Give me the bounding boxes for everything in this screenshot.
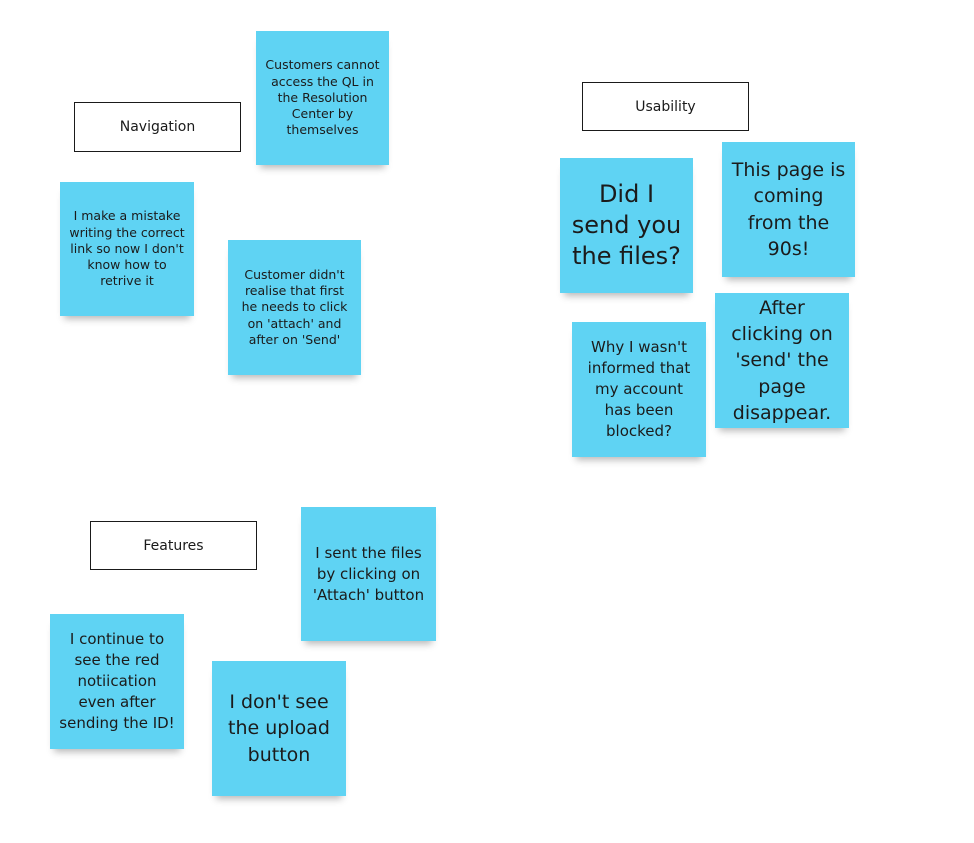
label-features: Features <box>90 521 257 570</box>
sticky-attach-then-send-text: Customer didn't realise that first he ne… <box>241 266 348 347</box>
sticky-customers-cannot-access[interactable]: Customers cannot access the QL in the Re… <box>256 31 389 165</box>
sticky-sent-files-attach-text: I sent the files by clicking on 'Attach'… <box>312 543 425 604</box>
sticky-mistake-correct-link[interactable]: I make a mistake writing the correct lin… <box>60 182 194 316</box>
label-usability: Usability <box>582 82 749 131</box>
sticky-did-i-send-files[interactable]: Did I send you the files? <box>560 158 693 293</box>
sticky-page-from-90s-text: This page is coming from the 90s! <box>731 159 846 260</box>
sticky-customers-cannot-access-text: Customers cannot access the QL in the Re… <box>265 57 380 138</box>
sticky-no-upload-button-text: I don't see the upload button <box>228 691 330 766</box>
sticky-no-upload-button[interactable]: I don't see the upload button <box>212 661 346 796</box>
label-navigation: Navigation <box>74 102 241 152</box>
sticky-red-notification[interactable]: I continue to see the red notiication ev… <box>50 614 184 749</box>
sticky-account-blocked[interactable]: Why I wasn't informed that my account ha… <box>572 322 706 457</box>
label-navigation-text: Navigation <box>119 119 196 135</box>
label-features-text: Features <box>143 537 204 554</box>
sticky-mistake-correct-link-text: I make a mistake writing the correct lin… <box>69 208 185 289</box>
sticky-did-i-send-files-text: Did I send you the files? <box>571 179 682 271</box>
sticky-page-disappear[interactable]: After clicking on 'send' the page disapp… <box>715 293 849 428</box>
sticky-page-disappear-text: After clicking on 'send' the page disapp… <box>731 296 833 424</box>
sticky-red-notification-text: I continue to see the red notiication ev… <box>59 630 175 732</box>
sticky-account-blocked-text: Why I wasn't informed that my account ha… <box>587 338 691 440</box>
sticky-attach-then-send[interactable]: Customer didn't realise that first he ne… <box>228 240 361 375</box>
label-usability-text: Usability <box>635 98 696 115</box>
sticky-page-from-90s[interactable]: This page is coming from the 90s! <box>722 142 855 277</box>
sticky-sent-files-attach[interactable]: I sent the files by clicking on 'Attach'… <box>301 507 436 641</box>
